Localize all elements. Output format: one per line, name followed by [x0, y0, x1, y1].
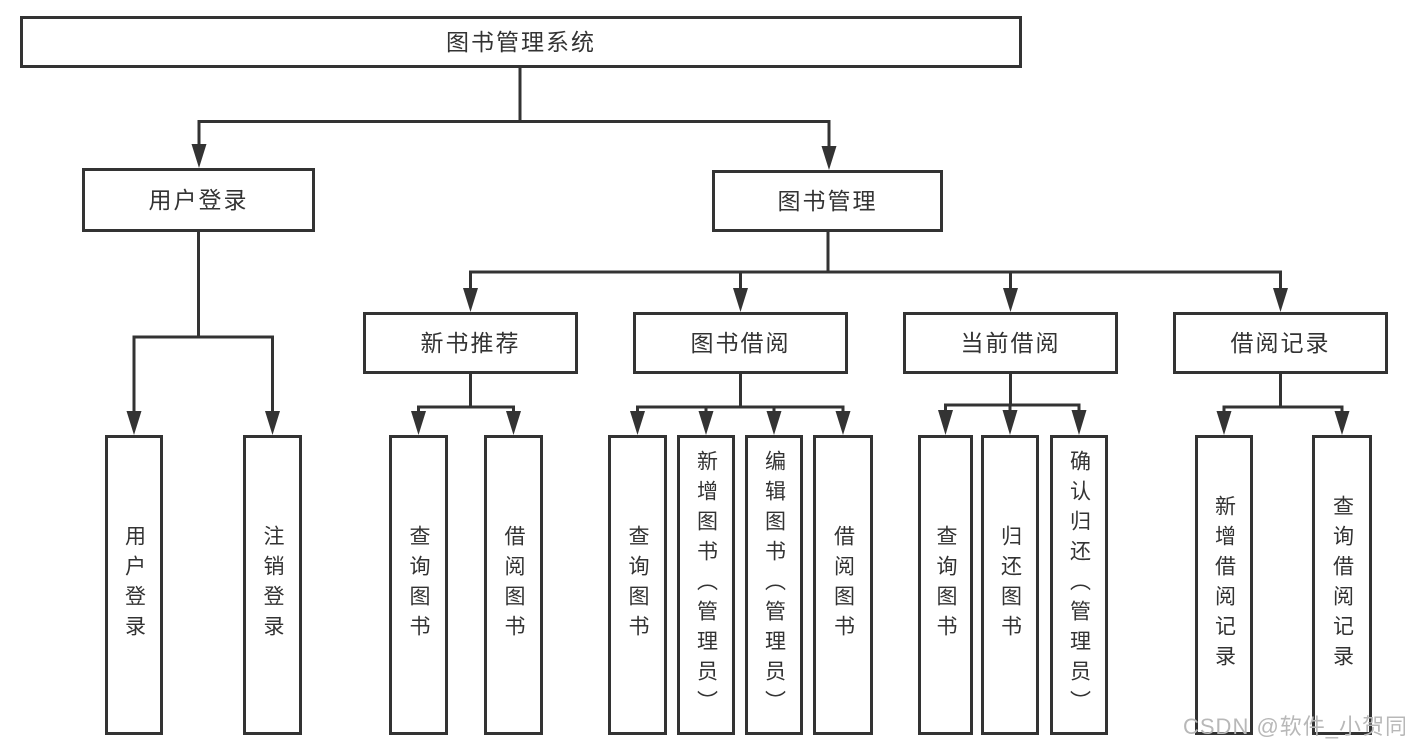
node-borrowing-records: 借阅记录 — [1173, 312, 1388, 374]
node-current-borrowing: 当前借阅 — [903, 312, 1118, 374]
node-new-book-recommendation: 新书推荐 — [363, 312, 578, 374]
leaf-query-books-current: 查询图书 — [918, 435, 973, 735]
leaf-return-books: 归还图书 — [981, 435, 1039, 735]
leaf-query-books-borrowing: 查询图书 — [608, 435, 667, 735]
leaf-borrow-books-recommend: 借阅图书 — [484, 435, 543, 735]
node-book-borrowing: 图书借阅 — [633, 312, 848, 374]
node-user-login: 用户登录 — [82, 168, 315, 232]
leaf-add-borrow-record: 新增借阅记录 — [1195, 435, 1253, 735]
leaf-user-login: 用户登录 — [105, 435, 163, 735]
leaf-logout: 注销登录 — [243, 435, 302, 735]
leaf-confirm-return-admin: 确认归还（管理员） — [1050, 435, 1108, 735]
node-book-management: 图书管理 — [712, 170, 943, 232]
csdn-watermark: CSDN @软件_小贺同学 — [1183, 714, 1405, 739]
leaf-edit-books-admin: 编辑图书（管理员） — [745, 435, 803, 735]
node-library-management-system: 图书管理系统 — [20, 16, 1022, 68]
leaf-add-books-admin: 新增图书（管理员） — [677, 435, 735, 735]
leaf-query-books-recommend: 查询图书 — [389, 435, 448, 735]
leaf-borrow-books: 借阅图书 — [813, 435, 873, 735]
leaf-query-borrow-record: 查询借阅记录 — [1312, 435, 1372, 735]
